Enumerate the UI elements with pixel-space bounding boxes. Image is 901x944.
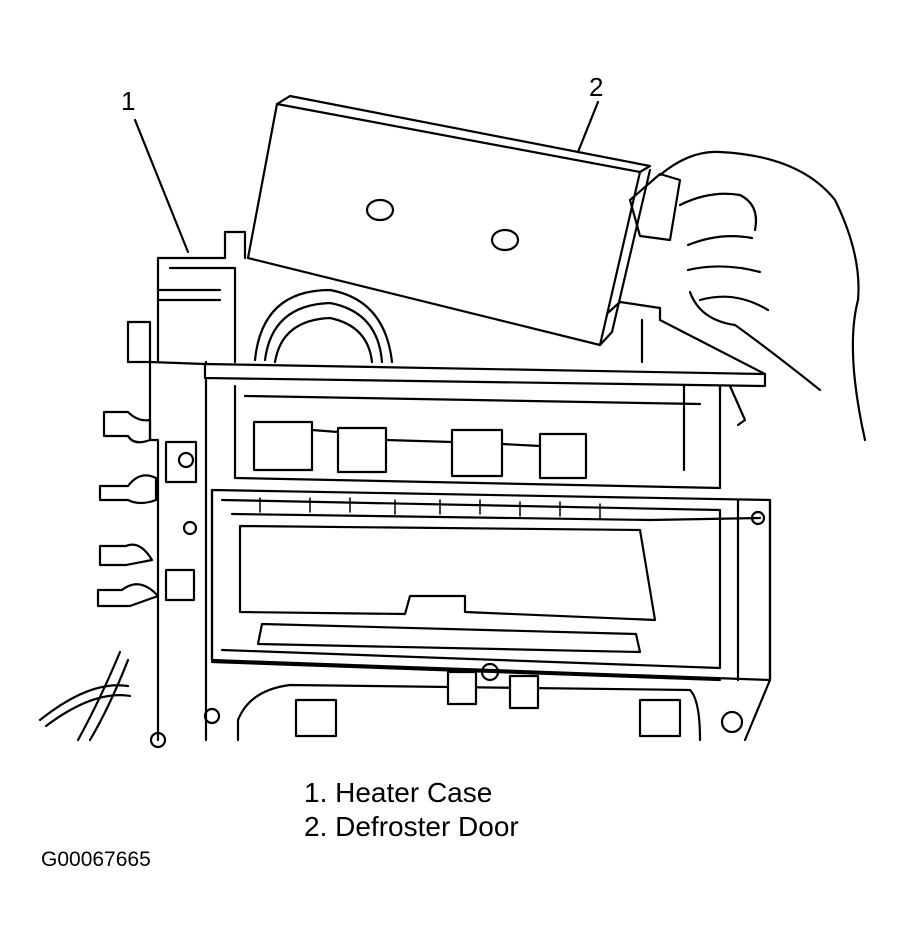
legend-item-defroster-door: 2. Defroster Door: [304, 811, 519, 842]
leader-line-1: [133, 118, 190, 254]
legend-item-heater-case: 1. Heater Case: [304, 777, 493, 808]
defroster-door: [246, 94, 682, 347]
figure-id: G00067665: [41, 848, 151, 871]
leader-line-2: [576, 100, 600, 154]
parts-legend: 1. Heater Case 2. Defroster Door: [304, 776, 519, 844]
hand: [658, 150, 867, 442]
callout-number-2: 2: [589, 72, 604, 102]
callout-number-1: 1: [121, 86, 136, 116]
vent-slats: [259, 497, 601, 519]
heater-case: [38, 230, 772, 749]
